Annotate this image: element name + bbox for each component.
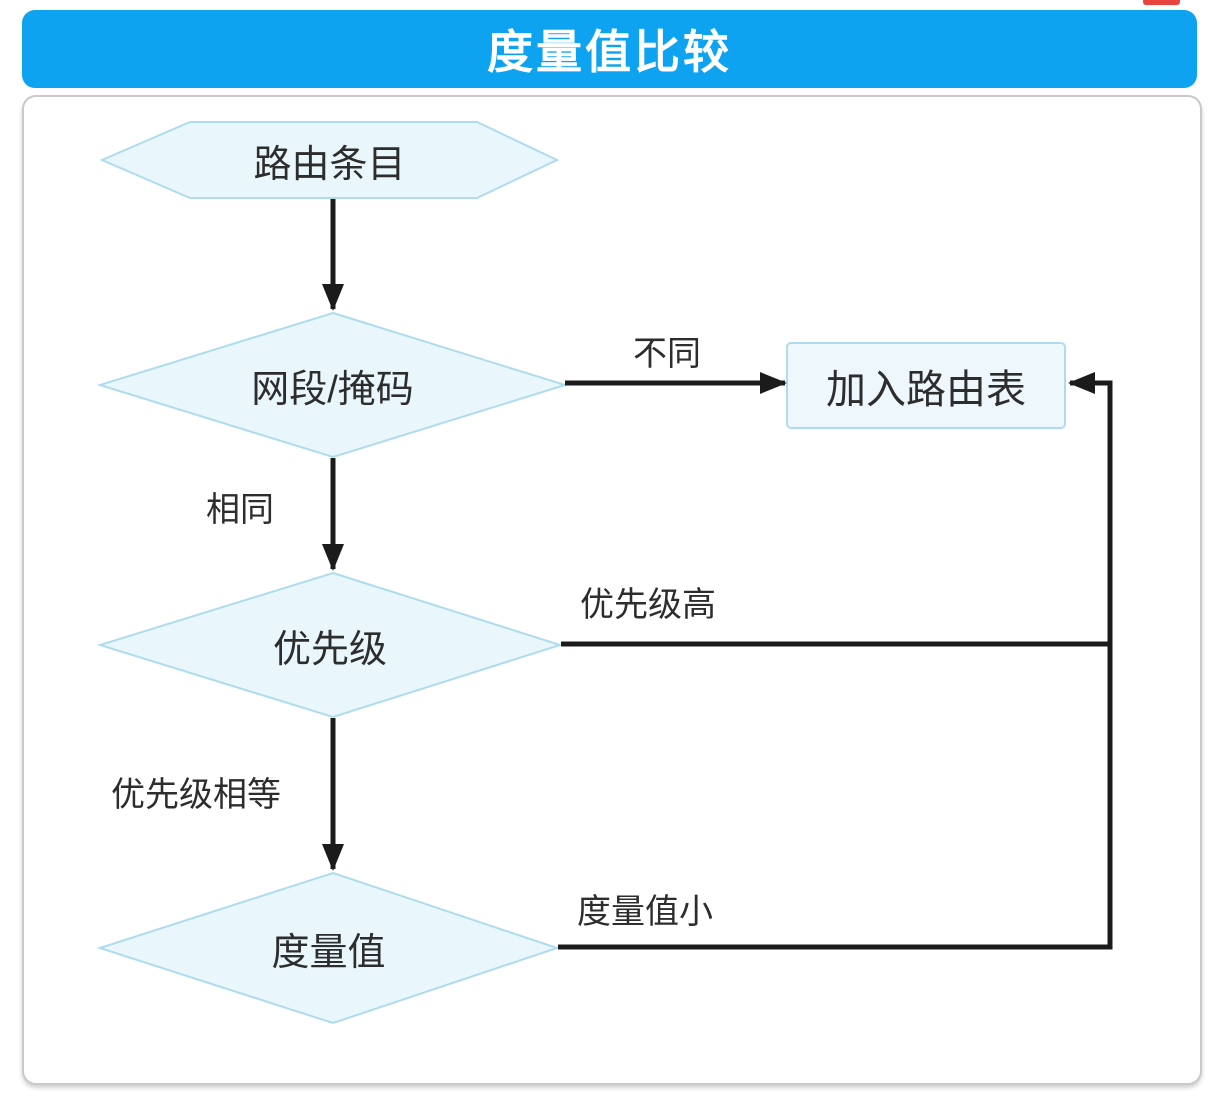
edge-label-different: 不同 xyxy=(633,334,701,373)
node-label-network-mask: 网段/掩码 xyxy=(251,368,414,411)
title-bar: 度量值比较 xyxy=(22,10,1197,88)
node-label-metric: 度量值 xyxy=(271,931,386,974)
edge-label-priority-high: 优先级高 xyxy=(580,585,716,624)
edge-label-same: 相同 xyxy=(206,490,274,529)
page-title: 度量值比较 xyxy=(487,26,732,78)
node-label-add-routing-table: 加入路由表 xyxy=(826,367,1026,412)
node-label-route-entry: 路由条目 xyxy=(253,143,406,186)
top-right-red-marker xyxy=(1143,0,1180,5)
node-label-priority: 优先级 xyxy=(272,628,387,671)
edge-label-metric-small: 度量值小 xyxy=(577,892,713,931)
edge-label-priority-equal: 优先级相等 xyxy=(111,775,281,814)
